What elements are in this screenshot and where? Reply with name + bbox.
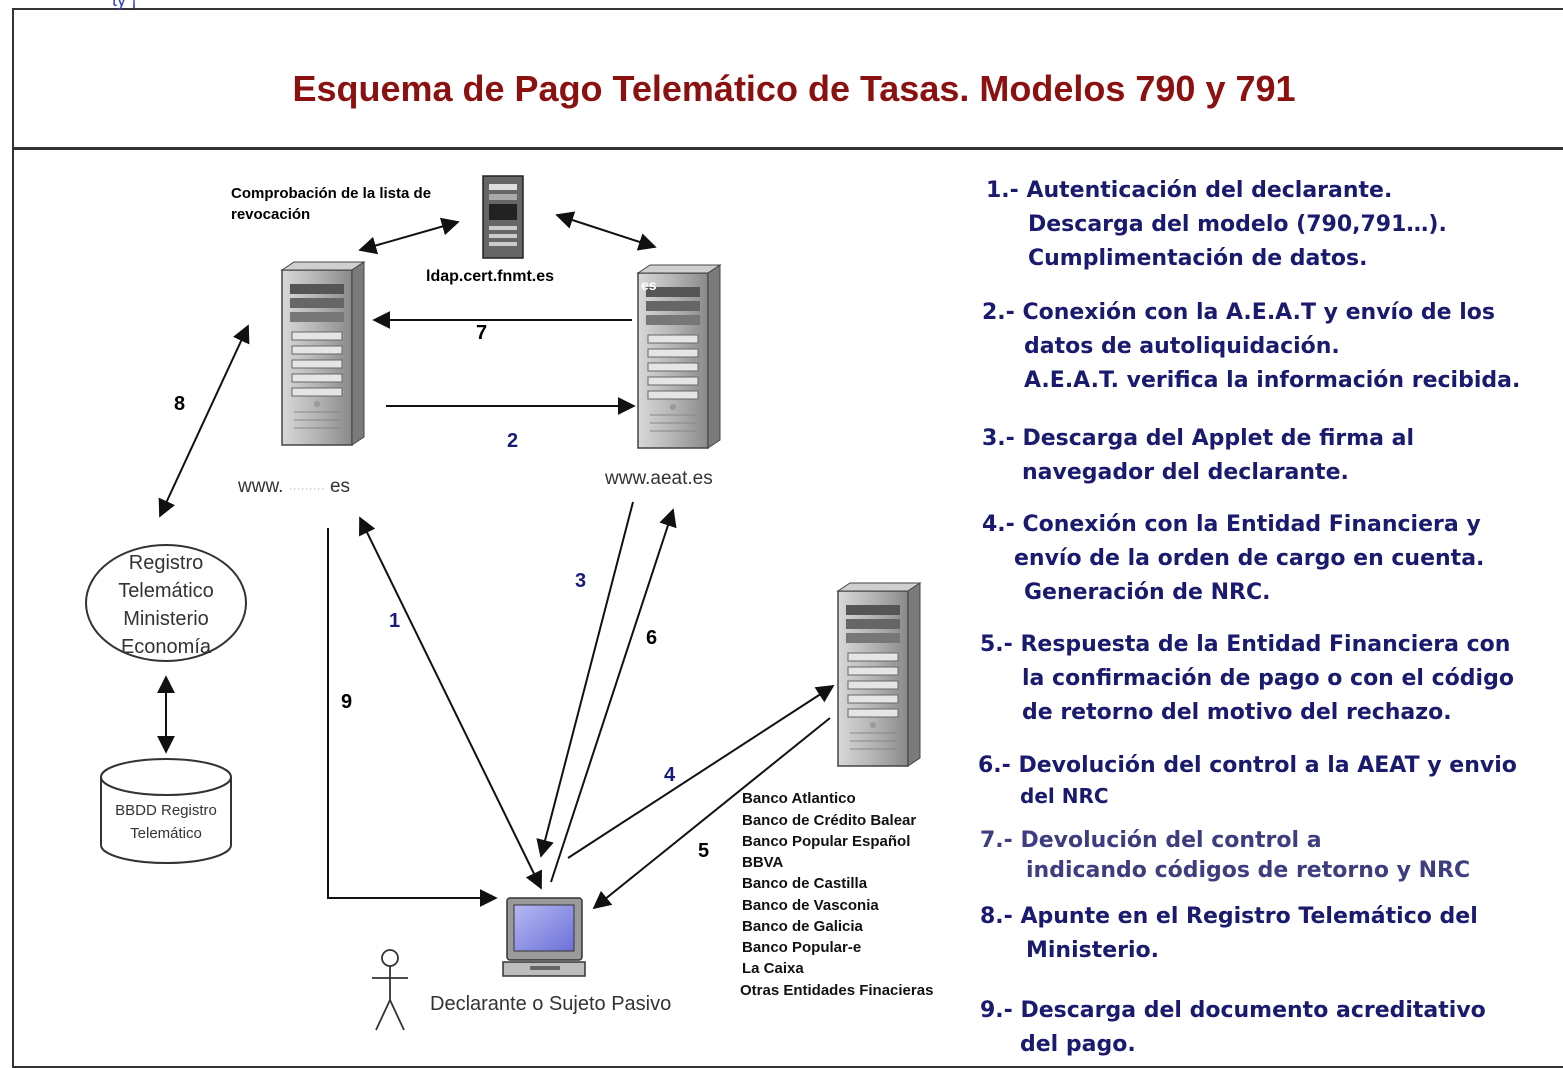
bank-list-item: Banco de Vasconia <box>742 897 879 914</box>
person-icon <box>372 949 408 1031</box>
ministry-server-icon <box>281 261 365 446</box>
registry-label: Registro Telemático Ministerio Economía <box>118 552 214 658</box>
bank-list-item: Banco Popular Español <box>742 833 911 850</box>
bank-list-item: Banco Atlantico <box>742 790 856 807</box>
step-6: 6.- Devolución del control a la AEAT y e… <box>978 753 1517 808</box>
arrow-3 <box>536 501 634 858</box>
step-7: 7.- Devolución del control a indicando c… <box>980 828 1471 883</box>
arrow-number-9: 9 <box>341 691 353 713</box>
bank-list-item: La Caixa <box>742 960 804 977</box>
database-icon <box>100 758 232 864</box>
step-3: 3.- Descarga del Applet de firma al nave… <box>982 426 1415 485</box>
top-fragment: ty ¡ <box>112 0 137 10</box>
aeat-overlay-label: es <box>641 277 657 293</box>
bank-list-item: Banco Popular-e <box>742 939 862 956</box>
arrow-ldap-aeat <box>555 211 657 251</box>
arrow-ministry-ldap <box>358 217 460 255</box>
bank-list-item: Otras Entidades Finacieras <box>740 982 934 999</box>
aeat-site-label: www.aeat.es <box>605 468 713 489</box>
revocation-label: Comprobación de la lista de revocación <box>231 185 432 223</box>
arrow-5 <box>592 717 831 910</box>
arrow-number-7: 7 <box>476 322 488 344</box>
user-label: Declarante o Sujeto Pasivo <box>430 993 672 1015</box>
ministry-site-label: www. ········· es <box>238 476 351 497</box>
computer-icon <box>502 897 586 977</box>
arrow-number-5: 5 <box>698 840 710 862</box>
step-4: 4.- Conexión con la Entidad Financiera y… <box>982 512 1485 605</box>
arrow-number-4: 4 <box>664 764 676 786</box>
step-8: 8.- Apunte en el Registro Telemático del… <box>980 904 1478 963</box>
arrow-6 <box>550 508 677 883</box>
arrow-number-1: 1 <box>389 610 401 632</box>
title-divider <box>14 147 1563 150</box>
bank-list-item: Banco de Castilla <box>742 875 868 892</box>
step-9: 9.- Descarga del documento acreditativo … <box>980 998 1486 1057</box>
diagram-title: Esquema de Pago Telemático de Tasas. Mod… <box>292 68 1296 109</box>
arrow-number-2: 2 <box>507 430 519 452</box>
bank-list-item: Banco de Galicia <box>742 918 863 935</box>
step-1: 1.- Autenticación del declarante. Descar… <box>986 178 1447 271</box>
ldap-server-icon <box>482 175 524 259</box>
registry-node <box>85 544 247 662</box>
bank-list-item: BBVA <box>742 854 784 871</box>
arrow-8 <box>158 324 250 518</box>
step-2: 2.- Conexión con la A.E.A.T y envío de l… <box>982 300 1521 393</box>
step-5: 5.- Respuesta de la Entidad Financiera c… <box>980 632 1514 725</box>
ministry-redacted-text: ········· <box>288 481 325 495</box>
arrow-9 <box>327 528 498 907</box>
arrow-number-6: 6 <box>646 627 658 649</box>
arrow-number-3: 3 <box>575 570 587 592</box>
title-area: Esquema de Pago Telemático de Tasas. Mod… <box>14 10 1563 148</box>
bank-server-icon <box>837 582 921 767</box>
arrow-number-8: 8 <box>174 393 186 415</box>
ldap-label: ldap.cert.fnmt.es <box>426 268 555 285</box>
arrow-1 <box>359 516 542 890</box>
database-label: BBDD Registro Telemático <box>115 802 217 842</box>
arrow-4 <box>567 685 835 859</box>
bank-list-item: Banco de Crédito Balear <box>742 812 917 829</box>
